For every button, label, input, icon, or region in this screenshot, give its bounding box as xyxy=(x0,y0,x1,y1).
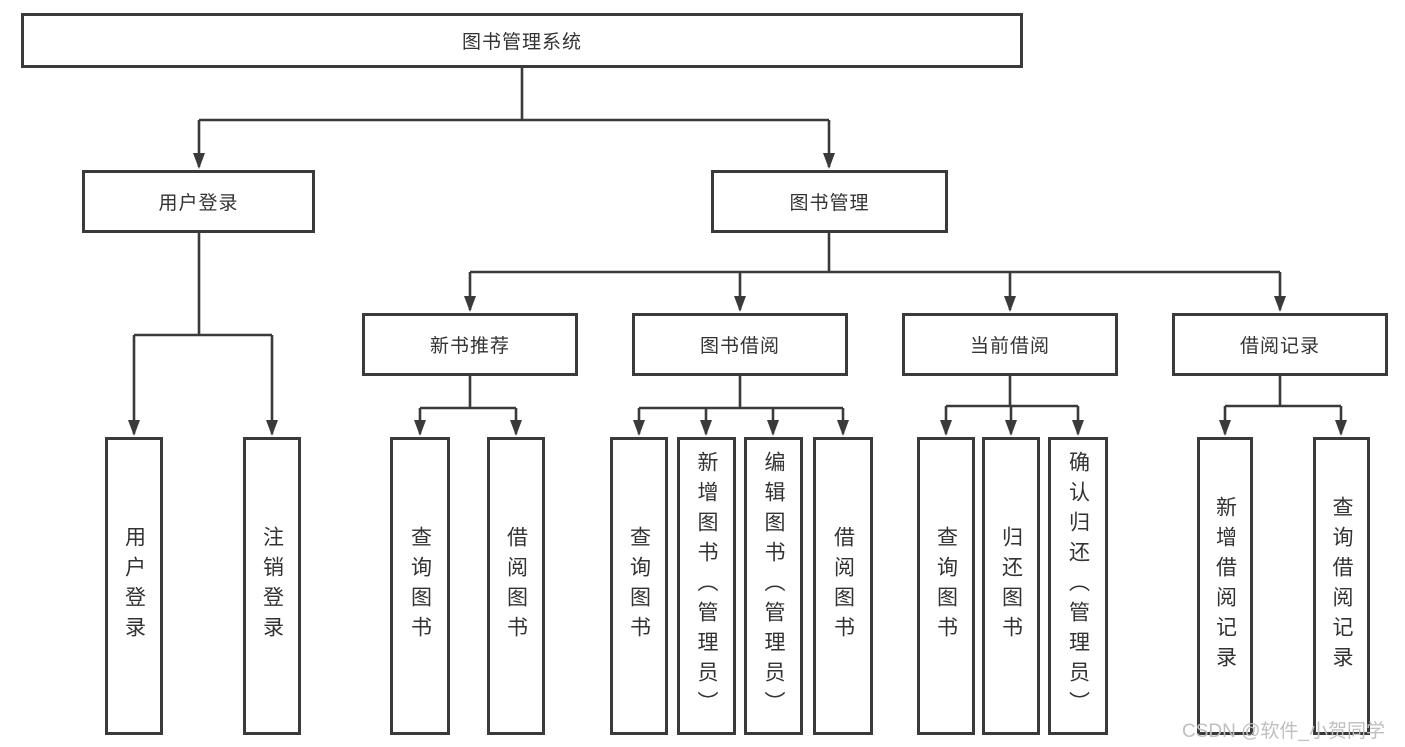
node-edit-books-admin: 编辑图书（管理员） xyxy=(744,437,803,735)
node-label: 用户登录 xyxy=(158,193,239,214)
node-query-books-current: 查询图书 xyxy=(917,437,975,735)
node-label: 图书管理系统 xyxy=(461,32,582,53)
node-query-books-borrowing: 查询图书 xyxy=(610,437,668,735)
node-label: 图书借阅 xyxy=(699,336,780,357)
node-library-management-system: 图书管理系统 xyxy=(21,13,1023,68)
node-user-login-group: 用户登录 xyxy=(82,170,315,233)
node-borrowing-records: 借阅记录 xyxy=(1172,313,1388,376)
node-borrow-books-recommend: 借阅图书 xyxy=(487,437,545,735)
node-current-borrowing: 当前借阅 xyxy=(902,313,1118,376)
node-borrow-books-borrowing: 借阅图书 xyxy=(813,437,873,735)
node-confirm-return-admin: 确认归还（管理员） xyxy=(1048,437,1108,735)
node-book-management: 图书管理 xyxy=(711,170,948,233)
node-query-borrow-record: 查询借阅记录 xyxy=(1313,437,1370,735)
node-return-books: 归还图书 xyxy=(982,437,1040,735)
node-new-book-recommendation: 新书推荐 xyxy=(362,313,578,376)
node-add-books-admin: 新增图书（管理员） xyxy=(677,437,736,735)
csdn-watermark: CSDN @软件_小贺同学 xyxy=(1182,721,1385,742)
node-label: 借阅记录 xyxy=(1239,336,1320,357)
node-label: 图书管理 xyxy=(789,193,870,214)
node-logout: 注销登录 xyxy=(243,437,301,735)
node-query-books-recommend: 查询图书 xyxy=(390,437,450,735)
node-book-borrowing: 图书借阅 xyxy=(632,313,848,376)
node-label: 当前借阅 xyxy=(969,336,1050,357)
node-label: 新书推荐 xyxy=(429,336,510,357)
node-user-login: 用户登录 xyxy=(105,437,163,735)
node-add-borrow-record: 新增借阅记录 xyxy=(1197,437,1253,735)
